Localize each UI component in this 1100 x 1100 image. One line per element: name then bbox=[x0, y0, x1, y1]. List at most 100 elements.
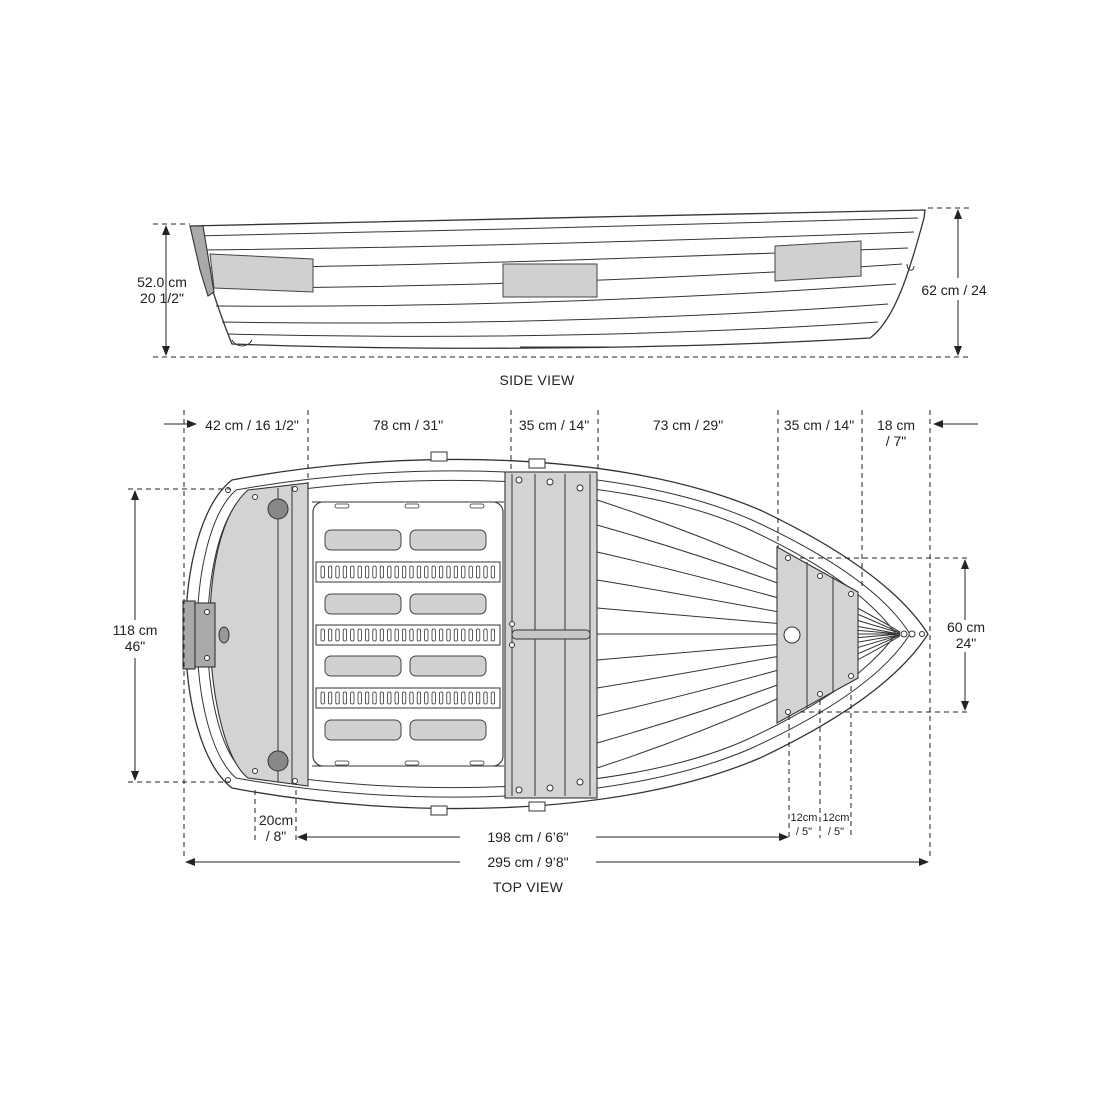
grating-slot bbox=[483, 565, 488, 579]
bow-seat-hole-icon bbox=[783, 626, 801, 644]
grating-slot bbox=[327, 691, 333, 705]
grating-screw bbox=[334, 503, 350, 509]
transom-bracket bbox=[182, 600, 196, 670]
grating-slot bbox=[350, 691, 355, 705]
bow-slat-2-cm: 12cm bbox=[823, 812, 850, 824]
side-view-caption: SIDE VIEW bbox=[499, 372, 575, 388]
grating-slot bbox=[461, 565, 466, 579]
grating-slot bbox=[357, 691, 362, 705]
grating-slot bbox=[357, 628, 362, 642]
grating-slot bbox=[335, 565, 340, 579]
grating-slot bbox=[364, 628, 370, 642]
grating-slot bbox=[387, 565, 392, 579]
grating-slot bbox=[490, 691, 496, 705]
oarlock-socket-icon bbox=[267, 750, 289, 772]
transom-plate bbox=[194, 602, 216, 668]
grating-slot bbox=[350, 565, 355, 579]
stern-seat-cm: 20cm bbox=[259, 812, 293, 828]
grating-slot bbox=[468, 691, 473, 705]
gunwale-bracket bbox=[430, 805, 448, 816]
drain-plug-icon bbox=[218, 626, 230, 644]
grating-slot bbox=[320, 628, 325, 642]
stern-sheet bbox=[209, 482, 309, 787]
grating-slot bbox=[416, 565, 422, 579]
side-bow-label-bg bbox=[916, 278, 992, 300]
grating-slot bbox=[431, 565, 436, 579]
grating-screw bbox=[469, 503, 485, 509]
seg-label-2: 78 cm / 31" bbox=[373, 417, 443, 433]
grating-slot bbox=[335, 628, 340, 642]
grating-pads bbox=[324, 529, 487, 741]
grating-slot bbox=[401, 691, 407, 705]
grating-slot bbox=[431, 691, 436, 705]
side-stern-height-cm: 52.0 cm bbox=[137, 274, 187, 290]
grating-slot bbox=[372, 565, 377, 579]
grating-slot bbox=[468, 628, 473, 642]
grating-slot bbox=[327, 565, 333, 579]
grating-slot bbox=[490, 628, 496, 642]
bow-ring-icon bbox=[906, 263, 915, 271]
gunwale-bracket bbox=[528, 801, 546, 812]
grating-slot bbox=[350, 628, 355, 642]
grating-screw bbox=[334, 760, 350, 766]
side-middle-seat bbox=[502, 263, 598, 298]
beam-cm: 118 cm bbox=[113, 622, 158, 638]
side-gunwale bbox=[193, 217, 919, 237]
top-gunwale bbox=[196, 470, 911, 798]
top-view: 42 cm / 16 1/2" 78 cm / 31" 35 cm / 14" … bbox=[104, 410, 992, 895]
grating-slot bbox=[335, 691, 340, 705]
grating-slot bbox=[446, 691, 451, 705]
seg-label-3: 35 cm / 14" bbox=[519, 417, 589, 433]
bow-seg-cm: 18 cm bbox=[877, 417, 915, 433]
grating-slot bbox=[424, 628, 429, 642]
grating-screw bbox=[404, 760, 420, 766]
grating-slot bbox=[431, 628, 436, 642]
grating-slot bbox=[387, 691, 392, 705]
grating-slot bbox=[364, 565, 370, 579]
grating-slot bbox=[394, 628, 399, 642]
top-inwale bbox=[207, 479, 897, 789]
overall-length-label: 295 cm / 9’8" bbox=[487, 854, 568, 870]
thwart-handle bbox=[511, 629, 591, 640]
grating-screw bbox=[404, 503, 420, 509]
grating-slot bbox=[394, 691, 399, 705]
inner-length-label: 198 cm / 6’6" bbox=[487, 829, 568, 845]
grating-slot bbox=[416, 691, 422, 705]
side-skeg bbox=[231, 339, 253, 347]
grating-slot bbox=[453, 691, 459, 705]
grating-slot bbox=[379, 565, 385, 579]
grating-slot bbox=[475, 628, 481, 642]
bow-width-in: 24" bbox=[956, 635, 977, 651]
grating-slot bbox=[401, 565, 407, 579]
grating-slot bbox=[438, 565, 444, 579]
side-view: 52.0 cm 20 1/2" 62 cm / 24 SIDE VIEW bbox=[137, 207, 992, 388]
grating-slot bbox=[320, 691, 325, 705]
grating-slot bbox=[461, 628, 466, 642]
grating-slot bbox=[320, 565, 325, 579]
beam-in: 46" bbox=[125, 638, 146, 654]
side-plank bbox=[221, 303, 889, 324]
grating-slot bbox=[424, 691, 429, 705]
side-bow-seat bbox=[774, 240, 862, 282]
grating-slot bbox=[409, 628, 414, 642]
grating-slot bbox=[475, 691, 481, 705]
grating-slot bbox=[483, 628, 488, 642]
grating-slot bbox=[372, 628, 377, 642]
bow-slat-1-cm: 12cm bbox=[791, 812, 818, 824]
grating-slot bbox=[438, 628, 444, 642]
gunwale-bracket bbox=[430, 451, 448, 462]
grating-slot bbox=[409, 565, 414, 579]
grating-slot bbox=[342, 628, 348, 642]
grating-slot bbox=[468, 565, 473, 579]
bow-width-cm: 60 cm bbox=[947, 619, 985, 635]
bow-slat-1-in: / 5" bbox=[796, 826, 812, 838]
grating-screw bbox=[469, 760, 485, 766]
gunwale-bracket bbox=[528, 458, 546, 469]
grating-slot bbox=[364, 691, 370, 705]
grating-slot bbox=[453, 565, 459, 579]
grating-slot bbox=[438, 691, 444, 705]
side-plank bbox=[227, 321, 879, 337]
grating-slot bbox=[342, 691, 348, 705]
bow-seat bbox=[776, 546, 859, 724]
